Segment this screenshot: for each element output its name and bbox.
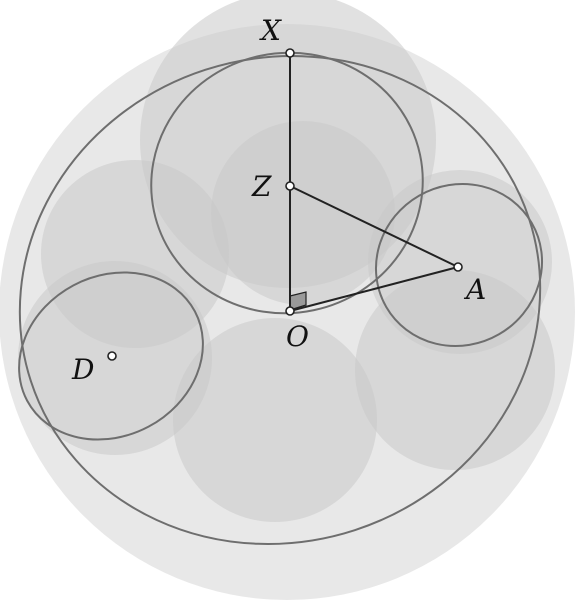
label-z: Z: [251, 170, 272, 203]
point-o: [285, 306, 295, 316]
label-d: D: [71, 353, 94, 386]
point-x: [285, 48, 295, 58]
top-ellipse: [150, 51, 424, 315]
disc-right-lower: [355, 270, 555, 470]
point-z: [285, 181, 295, 191]
inner-discs: [18, 0, 555, 522]
point-a: [453, 262, 463, 272]
points: [107, 48, 463, 361]
disc-center: [211, 121, 395, 305]
segment-oa: [289, 266, 459, 312]
right-ellipse: [374, 182, 544, 348]
left-ellipse: [18, 271, 204, 441]
disc-bottom: [173, 318, 377, 522]
label-o: O: [286, 320, 309, 353]
label-x: X: [259, 14, 282, 47]
point-d: [107, 351, 117, 361]
label-a: A: [463, 273, 486, 306]
segment-za: [289, 185, 459, 268]
